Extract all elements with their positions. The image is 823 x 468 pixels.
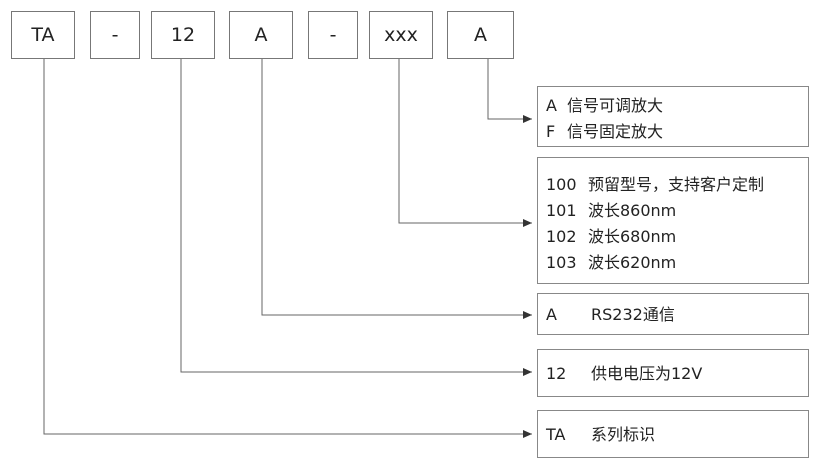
desc-row: 100 预留型号，支持客户定制 — [546, 175, 764, 195]
desc-row: 101 波长860nm — [546, 201, 676, 221]
desc-code: 103 — [546, 253, 577, 272]
desc-code: 12 — [546, 364, 567, 383]
connector-series — [43, 59, 532, 438]
desc-text: 波长620nm — [588, 253, 677, 272]
desc-text: 信号可调放大 — [567, 96, 664, 115]
desc-code: A — [546, 305, 557, 324]
desc-code: 102 — [546, 227, 577, 246]
desc-row: A RS232通信 — [546, 305, 675, 325]
code-part-separator-1: - — [90, 11, 140, 59]
desc-box-voltage: 12 供电电压为12V — [537, 349, 809, 397]
desc-code: TA — [546, 425, 566, 444]
desc-row: 102 波长680nm — [546, 227, 676, 247]
code-part-separator-2: - — [308, 11, 358, 59]
code-part-communication: A — [229, 11, 293, 59]
desc-row: F 信号固定放大 — [546, 122, 663, 142]
desc-row: 103 波长620nm — [546, 253, 676, 273]
desc-code: 100 — [546, 175, 577, 194]
desc-text: RS232通信 — [591, 305, 675, 324]
desc-box-amplification: A 信号可调放大 F 信号固定放大 — [537, 86, 809, 147]
desc-text: 信号固定放大 — [567, 122, 664, 141]
code-part-voltage: 12 — [151, 11, 215, 59]
connector-amplification — [487, 59, 532, 123]
desc-code: 101 — [546, 201, 577, 220]
desc-code: F — [546, 122, 556, 141]
desc-text: 波长680nm — [588, 227, 677, 246]
desc-box-wavelength: 100 预留型号，支持客户定制 101 波长860nm 102 波长680nm … — [537, 157, 809, 284]
desc-row: TA 系列标识 — [546, 425, 655, 445]
desc-code: A — [546, 96, 557, 115]
desc-row: 12 供电电压为12V — [546, 364, 702, 384]
connector-communication — [261, 59, 532, 319]
desc-text: 预留型号，支持客户定制 — [588, 175, 765, 194]
desc-box-communication: A RS232通信 — [537, 293, 809, 335]
code-part-series: TA — [11, 11, 75, 59]
desc-text: 供电电压为12V — [591, 364, 703, 383]
desc-row: A 信号可调放大 — [546, 96, 663, 116]
desc-text: 系列标识 — [591, 425, 656, 444]
connector-voltage — [180, 59, 532, 376]
connector-wavelength — [398, 59, 532, 227]
code-part-amplification: A — [447, 11, 514, 59]
desc-box-series: TA 系列标识 — [537, 410, 809, 458]
code-part-wavelength: xxx — [369, 11, 433, 59]
desc-text: 波长860nm — [588, 201, 677, 220]
